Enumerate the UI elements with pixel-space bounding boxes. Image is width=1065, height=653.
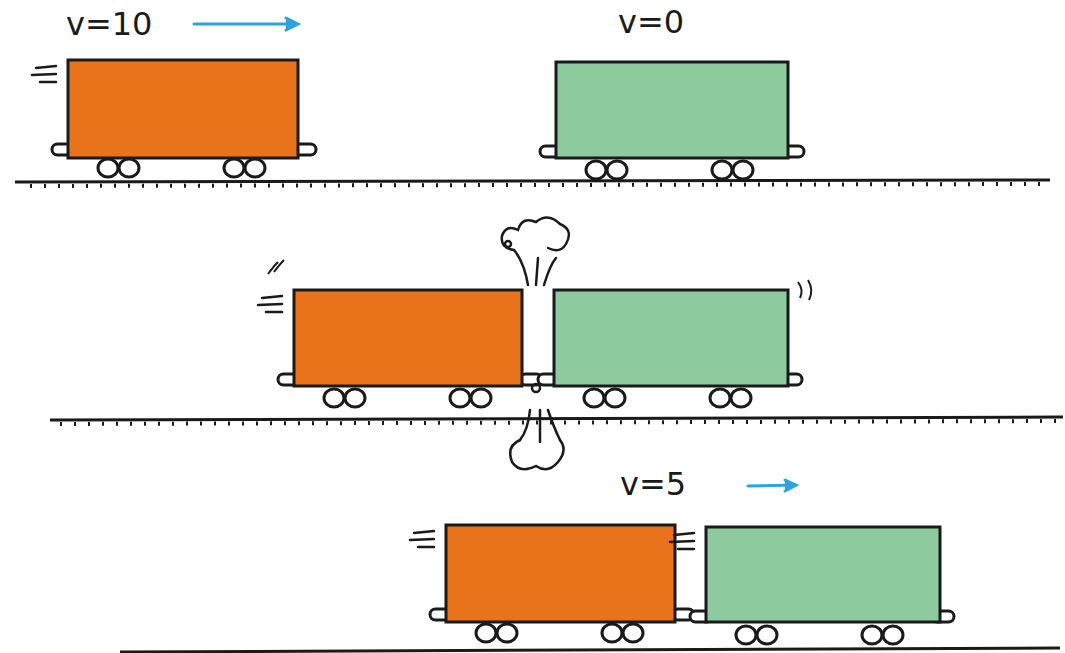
green-car	[670, 527, 954, 644]
track	[15, 180, 1063, 652]
velocity-arrow	[748, 480, 796, 491]
velocity-arrow	[194, 18, 298, 30]
velocity-label: v=10	[66, 8, 152, 40]
orange-car	[32, 60, 316, 177]
orange-car	[258, 260, 542, 407]
velocity-label: v=5	[620, 468, 686, 500]
green-car	[540, 62, 804, 179]
orange-car	[410, 525, 694, 642]
impact-puff	[502, 217, 569, 469]
velocity-label: v=0	[618, 6, 684, 38]
green-car	[538, 280, 811, 407]
